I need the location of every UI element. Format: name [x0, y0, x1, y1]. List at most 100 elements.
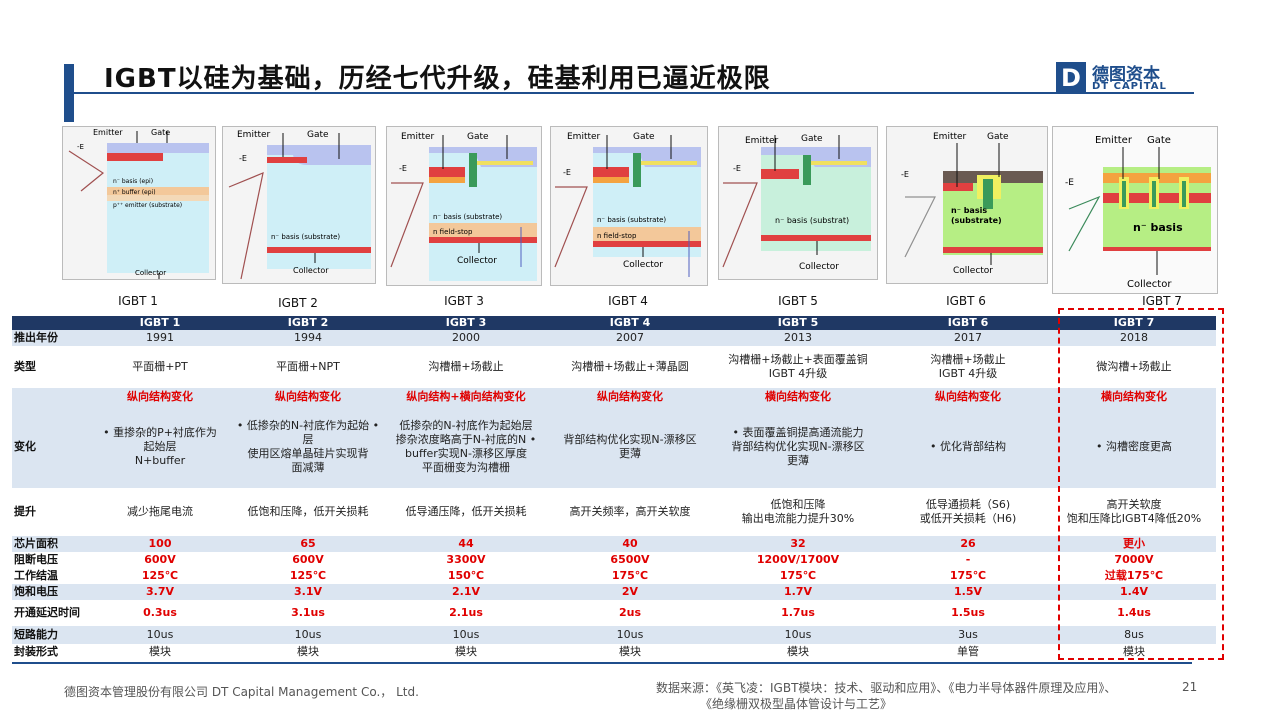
layer-label: n⁻ basis (substrate) [433, 213, 502, 221]
logo-en-text: DT CAPITAL [1092, 81, 1167, 92]
table-cell: 更小 [1052, 536, 1216, 552]
axis-e-label: -E [563, 168, 571, 177]
table-cell: 纵向结构+横向结构变化 [384, 388, 548, 406]
igbt1-diagram-svg: Emitter Gate -E n⁻ basis (epi) n⁺ buffer… [68, 128, 209, 279]
table-cell: 高开关频率，高开关软度 [548, 488, 712, 536]
table-cell: 125℃ [88, 568, 232, 584]
table-cell: 纵向结构变化 [88, 388, 232, 406]
row-header: 类型 [12, 346, 88, 388]
data-source-line: 《绝缘栅双极型晶体管设计与工艺》 [700, 697, 893, 711]
igbt6-diagram: Emitter Gate -E n⁻ basis (substrate) Col… [886, 126, 1048, 284]
collector-label: Collector [623, 260, 663, 270]
table-cell: 模块 [1052, 644, 1216, 660]
row-header: 开通延迟时间 [12, 600, 88, 626]
table-cell: 65 [232, 536, 384, 552]
table-cell: 纵向结构变化 [548, 388, 712, 406]
emitter-label: Emitter [567, 132, 601, 142]
table-cell: 175℃ [548, 568, 712, 584]
table-cell: 175℃ [884, 568, 1052, 584]
table-cell: 3us [884, 626, 1052, 644]
table-row-package: 封装形式 模块 模块 模块 模块 模块 单管 模块 [12, 644, 1216, 660]
table-cell: 6500V [548, 552, 712, 568]
table-cell: • 沟槽密度更高 [1052, 406, 1216, 488]
table-cell: • 重掺杂的P+衬底作为 起始层 N+buffer [88, 406, 232, 488]
row-header: 芯片面积 [12, 536, 88, 552]
axis-e-label: -E [239, 154, 247, 163]
row-header: 阻断电压 [12, 552, 88, 568]
title-accent-bar [64, 64, 74, 122]
table-cell: 3.1V [232, 584, 384, 600]
table-cell: 600V [88, 552, 232, 568]
layer-label: n⁻ basis (substrat) [775, 216, 849, 225]
axis-e-label: -E [733, 164, 741, 173]
table-cell: 2.1V [384, 584, 548, 600]
table-cell: 2018 [1052, 330, 1216, 346]
table-cell: 纵向结构变化 [884, 388, 1052, 406]
generation-label: IGBT 6 [946, 294, 986, 308]
table-cell: 低导通损耗（S6) 或低开关损耗（H6) [884, 488, 1052, 536]
table-cell: 2V [548, 584, 712, 600]
table-cell: 横向结构变化 [1052, 388, 1216, 406]
table-cell: 3.1us [232, 600, 384, 626]
igbt7-diagram: Emitter Gate -E n⁻ basis Collector [1052, 126, 1218, 294]
row-header: 工作结温 [12, 568, 88, 584]
axis-e-label: -E [1065, 178, 1074, 188]
table-cell: 模块 [712, 644, 884, 660]
logo-cn-text: 德图资本 [1092, 65, 1160, 85]
table-row-change: 变化 • 重掺杂的P+衬底作为 起始层 N+buffer • 低掺杂的N-衬底作… [12, 406, 1216, 488]
table-cell: • 表面覆盖铜提高通流能力 背部结构优化实现N-漂移区 更薄 [712, 406, 884, 488]
table-cell: 1.4us [1052, 600, 1216, 626]
collector-label: Collector [953, 266, 993, 276]
table-cell: 10us [384, 626, 548, 644]
table-row-improve: 提升 减少拖尾电流 低饱和压降，低开关损耗 低导通压降，低开关损耗 高开关频率，… [12, 488, 1216, 536]
collector-label: Collector [135, 269, 166, 277]
axis-e-label: -E [901, 170, 909, 179]
table-cell: 低导通压降，低开关损耗 [384, 488, 548, 536]
layer-label: n⁻ basis [1133, 221, 1183, 234]
table-cell: 沟槽栅+场截止+薄晶圆 [548, 346, 712, 388]
layer-label: n field-stop [433, 228, 473, 236]
gate-label: Gate [801, 134, 823, 144]
table-cell: 3300V [384, 552, 548, 568]
table-cell: 高开关软度 饱和压降比IGBT4降低20% [1052, 488, 1216, 536]
table-cell: 模块 [384, 644, 548, 660]
table-row-type: 类型 平面栅+PT 平面栅+NPT 沟槽栅+场截止 沟槽栅+场截止+薄晶圆 沟槽… [12, 346, 1216, 388]
table-cell: 2007 [548, 330, 712, 346]
layer-label: n⁻ basis (substrate) [271, 233, 340, 241]
title-divider [74, 92, 1194, 94]
table-cell: 1200V/1700V [712, 552, 884, 568]
table-cell: 2017 [884, 330, 1052, 346]
table-cell: 175℃ [712, 568, 884, 584]
table-row-area: 芯片面积 100 65 44 40 32 26 更小 [12, 536, 1216, 552]
page-number: 21 [1182, 680, 1198, 694]
table-cell: 1991 [88, 330, 232, 346]
header-cell: IGBT 7 [1052, 316, 1216, 330]
table-cell: 沟槽栅+场截止 [384, 346, 548, 388]
emitter-label: Emitter [745, 136, 779, 146]
emitter-label: Emitter [1095, 135, 1133, 146]
row-header: 封装形式 [12, 644, 88, 660]
table-cell: 0.3us [88, 600, 232, 626]
company-logo: D 德图资本 DT CAPITAL [1056, 60, 1196, 96]
table-cell: 过载175℃ [1052, 568, 1216, 584]
igbt4-diagram: Emitter Gate -E n⁻ basis (substrate) n f… [550, 126, 708, 286]
row-header: 短路能力 [12, 626, 88, 644]
gate-label: Gate [987, 132, 1009, 142]
layer-label: n⁻ basis (substrate) [597, 216, 666, 224]
table-cell: 纵向结构变化 [232, 388, 384, 406]
page-title: IGBT以硅为基础，历经七代升级，硅基利用已逼近极限 [104, 64, 771, 94]
table-cell: 150℃ [384, 568, 548, 584]
gate-label: Gate [151, 128, 170, 137]
igbt1-diagram: Emitter Gate -E n⁻ basis (epi) n⁺ buffer… [62, 126, 216, 280]
table-cell: 1.5V [884, 584, 1052, 600]
layer-label: p⁺⁺ emitter (substrate) [113, 202, 182, 209]
table-row-temp: 工作结温 125℃ 125℃ 150℃ 175℃ 175℃ 175℃ 过载175… [12, 568, 1216, 584]
table-cell: 3.7V [88, 584, 232, 600]
header-cell: IGBT 4 [548, 316, 712, 330]
table-cell: 1.5us [884, 600, 1052, 626]
axis-e-label: -E [399, 164, 407, 173]
table-cell: 2.1us [384, 600, 548, 626]
header-cell: IGBT 1 [88, 316, 232, 330]
table-cell: 2013 [712, 330, 884, 346]
table-cell: 7000V [1052, 552, 1216, 568]
